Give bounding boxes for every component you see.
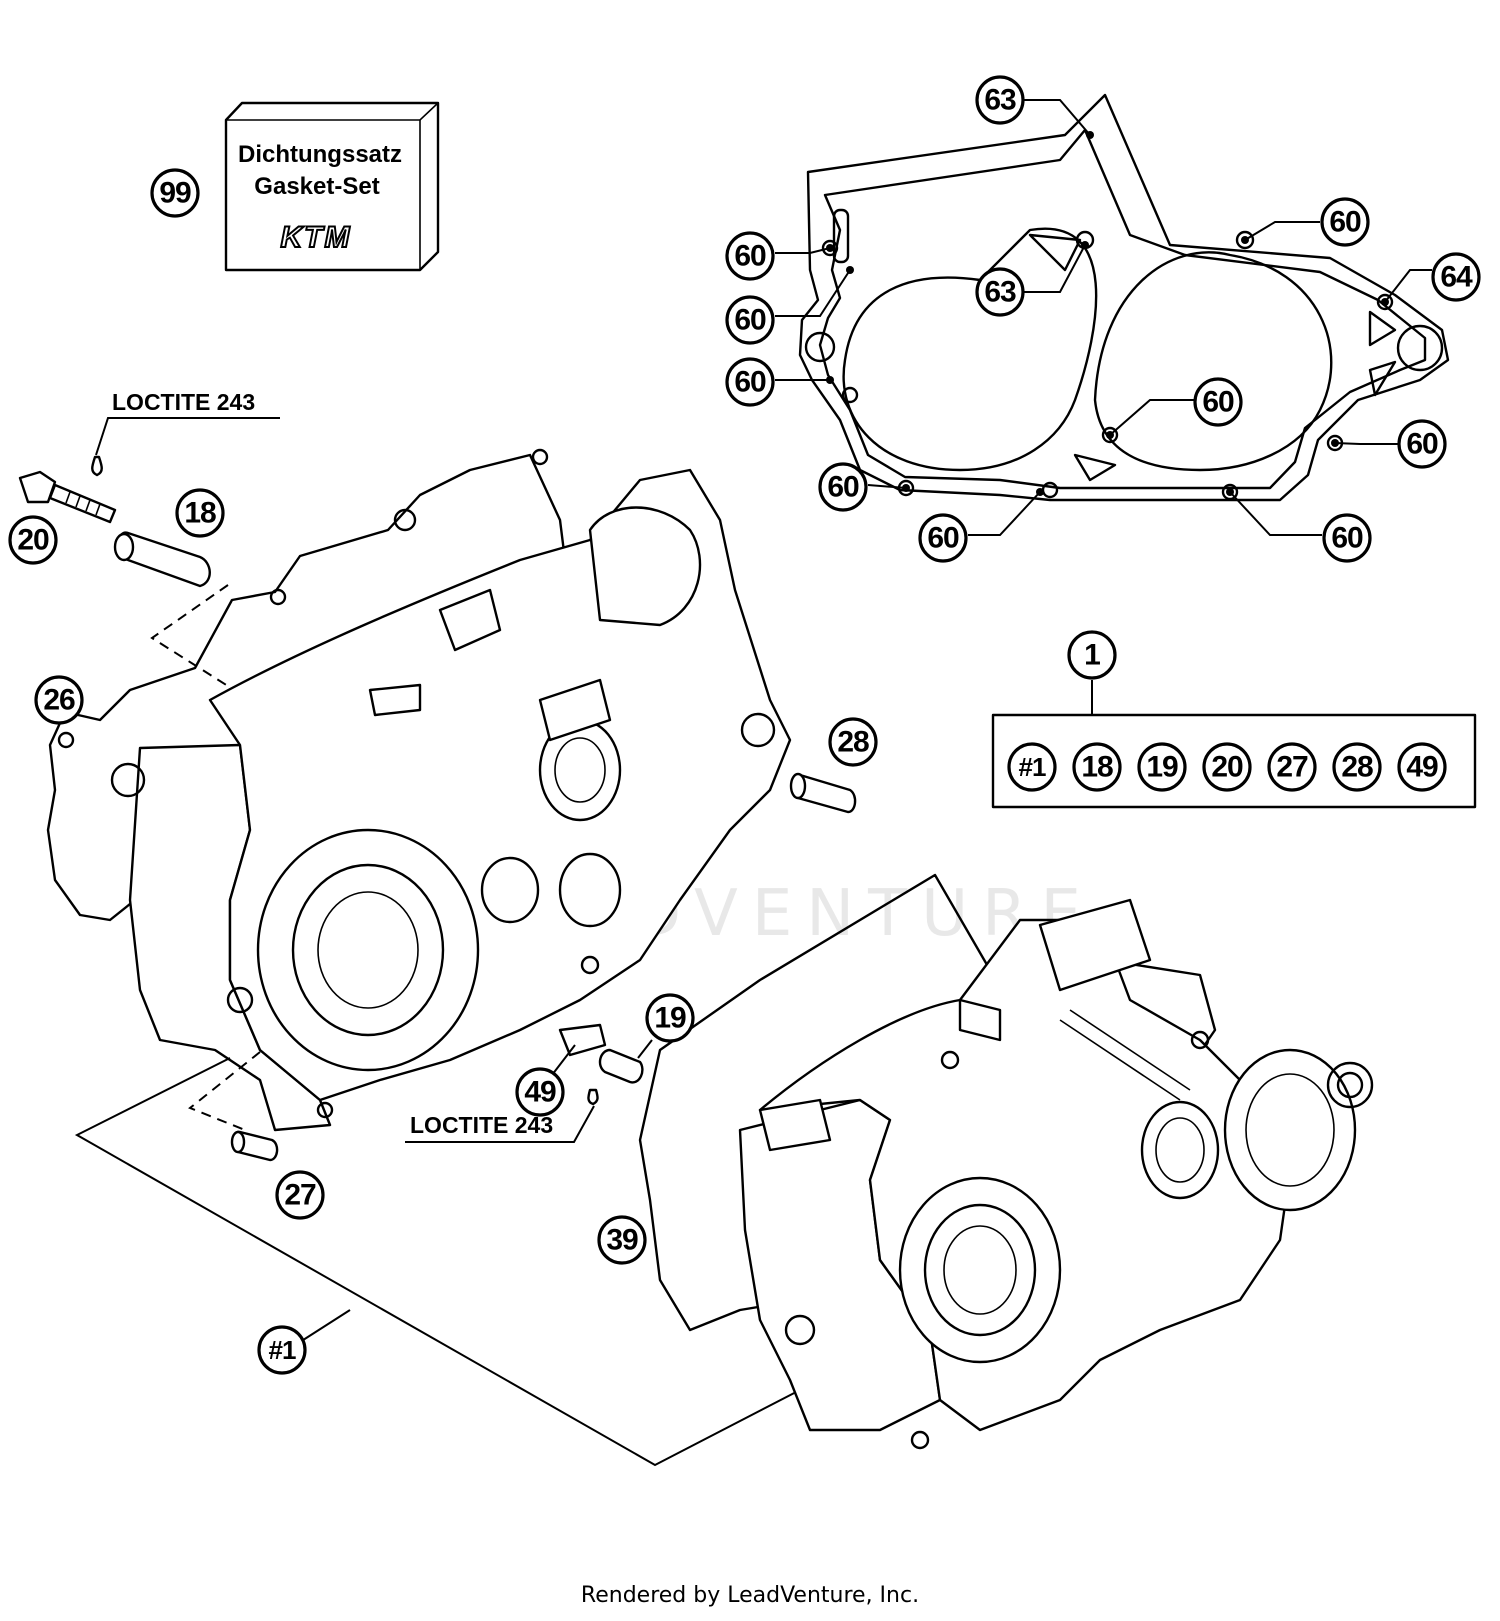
callout-63-top: 63: [975, 75, 1025, 125]
svg-text:LOCTITE 243: LOCTITE 243: [410, 1112, 553, 1138]
gasket-set-box: Dichtungssatz Gasket-Set KTM: [224, 101, 440, 272]
svg-text:49: 49: [1406, 751, 1438, 784]
gasket-leaders: [775, 99, 1432, 536]
clutch-cover-gasket: [798, 93, 1450, 502]
callout-18: 18: [175, 488, 225, 538]
svg-text:64: 64: [1440, 261, 1473, 294]
svg-text:19: 19: [654, 1002, 686, 1035]
callout-49: 49: [515, 1067, 565, 1117]
kit-item-18: 18: [1072, 742, 1122, 792]
svg-text:18: 18: [184, 497, 216, 530]
svg-text:20: 20: [17, 524, 49, 557]
kit-item-27: 27: [1267, 742, 1317, 792]
kit-item-28: 28: [1332, 742, 1382, 792]
callout-27: 27: [275, 1170, 325, 1220]
svg-text:1: 1: [1084, 639, 1100, 672]
callout-64: 64: [1431, 252, 1481, 302]
svg-text:26: 26: [43, 684, 75, 717]
kit-item-20: 20: [1202, 742, 1252, 792]
svg-text:60: 60: [734, 304, 766, 337]
callout-99: 99: [150, 168, 200, 218]
footer-credit: Rendered by LeadVenture, Inc.: [580, 1583, 920, 1608]
svg-text:60: 60: [1202, 386, 1234, 419]
svg-text:60: 60: [1406, 428, 1438, 461]
svg-text:99: 99: [159, 177, 191, 210]
callout-60-c: 60: [725, 295, 775, 345]
svg-text:LOCTITE 243: LOCTITE 243: [112, 389, 255, 415]
callout-1: 1: [1067, 630, 1117, 680]
right-crankcase: [638, 873, 1374, 1450]
kit-item-hash-1: #1: [1007, 742, 1057, 792]
bolt-assembly: [18, 455, 251, 701]
crankcase-bracket: [74, 1057, 801, 1467]
callout-leaders: [551, 680, 1093, 1076]
svg-text:20: 20: [1211, 751, 1243, 784]
svg-text:60: 60: [734, 366, 766, 399]
callout-60-h: 60: [918, 513, 968, 563]
loctite-label-bottom: LOCTITE 243: [405, 1105, 595, 1143]
callout-60-e: 60: [1193, 377, 1243, 427]
kit-item-49: 49: [1397, 742, 1447, 792]
svg-text:28: 28: [1341, 751, 1373, 784]
svg-text:63: 63: [984, 276, 1016, 309]
svg-text:#1: #1: [269, 1335, 296, 1365]
svg-text:19: 19: [1146, 751, 1178, 784]
svg-text:27: 27: [1276, 751, 1308, 784]
loctite-label-top: LOCTITE 243: [95, 389, 280, 456]
callout-60-d: 60: [725, 357, 775, 407]
svg-text:60: 60: [1329, 206, 1361, 239]
callout-19: 19: [645, 993, 695, 1043]
callout-28: 28: [828, 717, 878, 767]
callout-63-middle: 63: [975, 267, 1025, 317]
callout-hash-1: #1: [257, 1325, 307, 1375]
ktm-logo: KTM: [281, 221, 352, 254]
svg-text:60: 60: [734, 240, 766, 273]
svg-text:39: 39: [606, 1224, 638, 1257]
screw-19: [587, 1048, 644, 1106]
callout-20: 20: [8, 515, 58, 565]
dowel-27: [188, 1051, 279, 1162]
svg-text:27: 27: [284, 1179, 316, 1212]
gasket-set-title-de: Dichtungssatz: [238, 141, 402, 168]
callout-60-i: 60: [1322, 513, 1372, 563]
dowel-28: [789, 772, 857, 814]
svg-text:18: 18: [1081, 751, 1113, 784]
svg-text:28: 28: [837, 726, 869, 759]
callout-39: 39: [597, 1215, 647, 1265]
left-crankcase: [46, 448, 792, 1132]
svg-text:63: 63: [984, 84, 1016, 117]
svg-text:60: 60: [927, 522, 959, 555]
svg-text:60: 60: [827, 471, 859, 504]
callout-26: 26: [34, 675, 84, 725]
callout-60-g: 60: [818, 462, 868, 512]
callout-60-b: 60: [725, 231, 775, 281]
svg-text:#1: #1: [1019, 752, 1046, 782]
svg-text:49: 49: [524, 1076, 556, 1109]
kit-item-19: 19: [1137, 742, 1187, 792]
svg-text:60: 60: [1331, 522, 1363, 555]
callout-60-a: 60: [1320, 197, 1370, 247]
gasket-set-title-en: Gasket-Set: [254, 173, 379, 200]
callout-60-f: 60: [1397, 419, 1447, 469]
